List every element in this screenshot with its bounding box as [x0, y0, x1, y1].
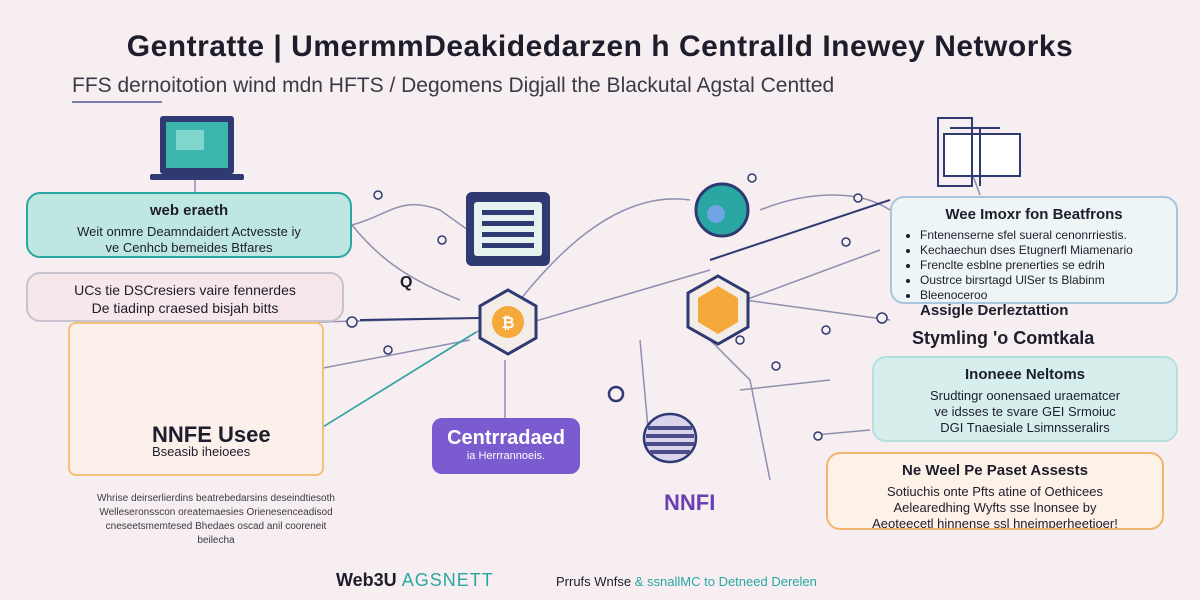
hexagon-token-icon [686, 274, 750, 346]
new-asset-line: Aelearedhing Wyfts sse lnonsee by [893, 500, 1097, 515]
footer-text-amp: & [634, 574, 644, 589]
new-asset-line: Aeoteecetl hinnense ssl hneimperheetioer… [872, 516, 1118, 530]
link-node [747, 173, 757, 183]
new-asset-card: Ne Weel Pe Paset Assests Sotiuchis onte … [826, 452, 1164, 530]
list-item: Kechaechun dses Etugnerfl Miamenario [920, 243, 1162, 258]
features-line: De tiadinp craesed bisjah bitts [91, 299, 279, 316]
new-asset-line: Sotiuchis onte Pfts atine of Oethicees [886, 483, 1104, 499]
incentives-card: Inoneee Neltoms Srudtingr oonensaed urae… [872, 356, 1178, 442]
new-asset-title: Ne Weel Pe Paset Assests [902, 462, 1088, 479]
web-information-title: Wee Imoxr fon Beatfrons [945, 206, 1123, 223]
link-node [735, 335, 745, 345]
link-node [876, 312, 888, 324]
link-node [437, 235, 447, 245]
link-line-teal [317, 331, 477, 431]
coin-stack-icon [642, 412, 698, 464]
link-line [759, 194, 891, 211]
link-line [699, 329, 771, 481]
brand-logo: Web3U AGSNETT [336, 570, 494, 591]
link-line [519, 198, 691, 301]
incentives-line: DGI Tnaesiale Lsimnsseralirs [940, 420, 1110, 436]
q-label: Q [400, 274, 413, 291]
link-node [383, 345, 393, 355]
nft-label: NNFI [664, 490, 716, 515]
features-card: UCs tie DSCresiers vaire fennerdes De ti… [26, 272, 344, 322]
footer-text-secondary: ssnallMC to Detneed Derelen [647, 574, 817, 589]
web-search-line: ve Cenhcb bemeides Btfares [105, 240, 273, 255]
link-line [814, 429, 871, 436]
centralized-subtitle: ia Herrrannoeis. [466, 450, 546, 462]
link-node [373, 190, 383, 200]
list-item: Fntenenserne sfel sueral cenonrriestis. [920, 228, 1162, 243]
link-line [744, 299, 891, 321]
nft-usage-frame [68, 322, 324, 476]
incentives-line: ve idsses te svare GEI Srmoiuc [934, 404, 1116, 419]
web-information-card: Wee Imoxr fon Beatfrons Fntenenserne sfe… [890, 196, 1178, 304]
incentives-title: Inoneee Neltoms [964, 366, 1086, 383]
page-subtitle: FFS dernoitotion wind mdn HFTS / Degomen… [72, 74, 835, 97]
svg-text:₿: ₿ [501, 313, 514, 332]
web-search-line: Weit onmre Deamndaidert Actvesste iy [77, 223, 301, 239]
subtitle-underline [72, 101, 162, 103]
brand-secondary: AGSNETT [401, 570, 494, 590]
web-search-title: web eraeth [149, 202, 229, 219]
list-item: Frenclte esblne prenerties se edrih [920, 258, 1162, 273]
link-node [841, 237, 851, 247]
hexagon-token-icon: ₿ [478, 288, 538, 356]
footer-text-primary: Prrufs Wnfse [556, 574, 632, 589]
device-icon [937, 117, 1021, 187]
web-search-card: web eraeth Weit onmre Deamndaidert Actve… [26, 192, 352, 258]
incentives-line: Srudtingr oonensaed uraematcer [929, 387, 1121, 403]
link-line-dark [709, 199, 891, 261]
link-node [346, 316, 358, 328]
centralized-title: Centrradaed [447, 427, 565, 449]
nft-usage-subtitle: Bseasib iheioees [152, 444, 251, 459]
link-node [821, 325, 831, 335]
nft-usage-title: NNFE Usee [152, 422, 271, 447]
link-node [853, 193, 863, 203]
globe-icon [694, 182, 750, 238]
assigned-label: Assigle Derleztattion [920, 302, 1069, 319]
simplifying-label: Stymling 'o Comtkala [912, 328, 1095, 348]
web-information-list: Fntenenserne sfel sueral cenonrriestis. … [906, 228, 1162, 302]
monitor-icon [150, 116, 244, 180]
link-line [351, 224, 461, 301]
link-line [744, 249, 881, 301]
link-line-dark [359, 317, 481, 321]
brand-primary: Web3U [336, 570, 397, 590]
centralized-box: Centrradaed ia Herrrannoeis. [432, 418, 580, 474]
footnote-text: Whrise deirserlierdins beatrebedarsins d… [97, 493, 335, 546]
link-line [351, 203, 476, 236]
footer-text: Prrufs Wnfse & ssnallMC to Detneed Derel… [556, 574, 817, 589]
list-item: Oustrce birsrtagd UlSer ts Blabinm [920, 273, 1162, 288]
link-node [771, 361, 781, 371]
link-node [813, 431, 823, 441]
link-node [607, 385, 625, 403]
list-item: Bleenoceroo [920, 288, 1162, 302]
link-line [739, 379, 831, 391]
link-line [504, 269, 711, 331]
document-icon [466, 192, 550, 266]
page-title: Gentratte | UmermmDeakidedarzen h Centra… [126, 30, 1074, 63]
features-line: UCs tie DSCresiers vaire fennerdes [74, 282, 296, 298]
